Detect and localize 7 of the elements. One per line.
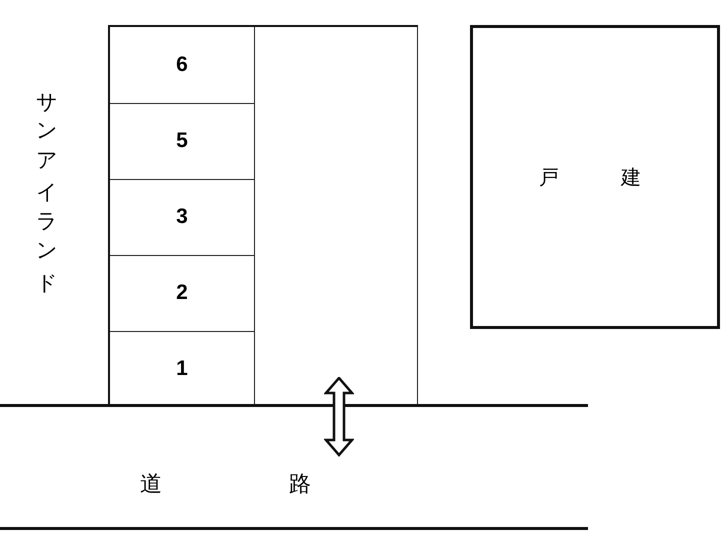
house-box: 戸建: [470, 25, 720, 329]
parking-space: 3: [110, 179, 255, 256]
parking-space: 5: [110, 103, 255, 180]
parking-space: 1: [110, 331, 255, 406]
building-name: サンアイランド: [34, 78, 60, 288]
parking-space: 6: [110, 27, 255, 104]
parking-space: 2: [110, 255, 255, 332]
